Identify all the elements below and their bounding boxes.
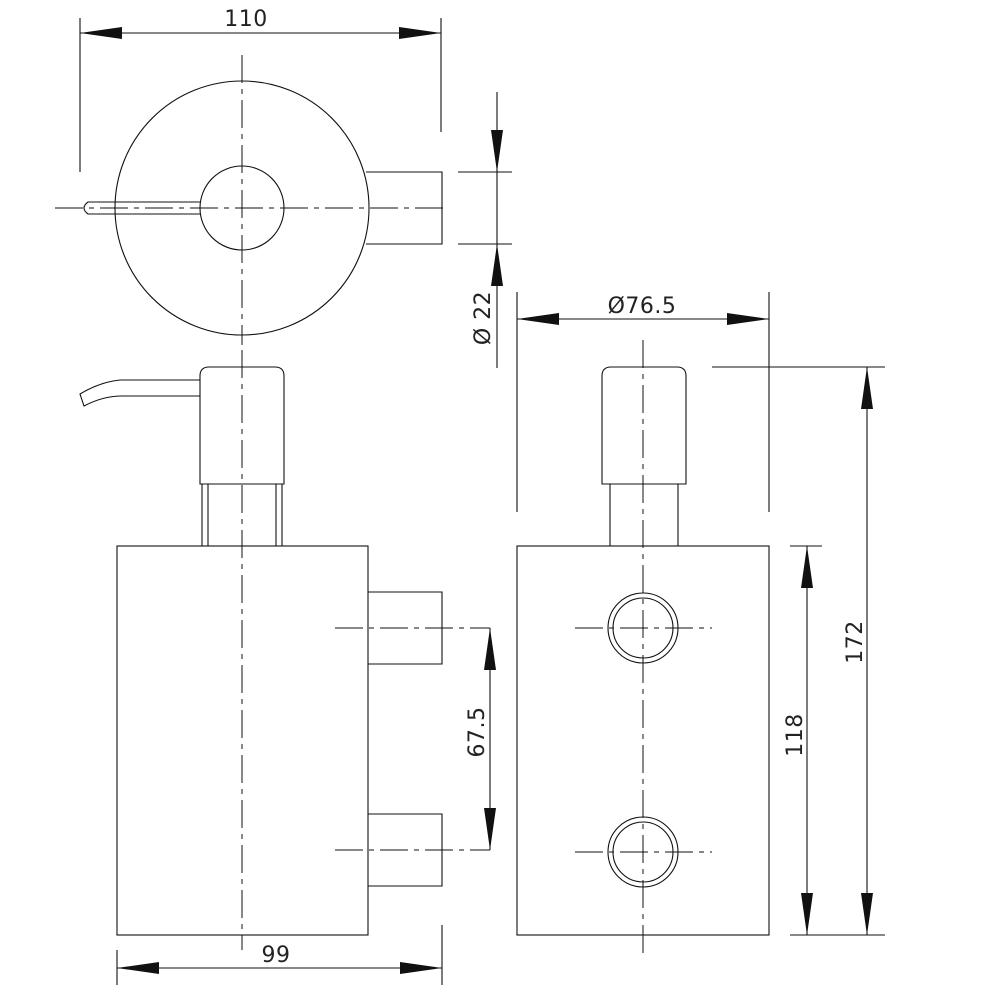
- dimension-label-body-depth: 99: [262, 943, 291, 968]
- dimension-overall-width: 110: [79, 7, 442, 172]
- dimension-body-depth: 99: [116, 925, 443, 985]
- dimension-overall-height: 172: [712, 366, 885, 935]
- rear-view-pump-head: [601, 366, 687, 485]
- arrow-head: [400, 962, 442, 974]
- arrow-head: [484, 808, 496, 850]
- arrow-head: [491, 244, 503, 286]
- dimension-label-overall-height: 172: [843, 620, 868, 664]
- arrow-head: [117, 962, 159, 974]
- side-view-body: [116, 545, 369, 936]
- dimension-label-body-diameter: Ø76.5: [608, 294, 677, 319]
- dimension-label-spout-diameter: Ø 22: [471, 291, 496, 345]
- dimension-spout-diameter: Ø 22: [458, 92, 512, 368]
- arrow-head: [517, 313, 559, 325]
- dimension-label-overall-width: 110: [224, 7, 268, 32]
- arrow-head: [399, 27, 441, 39]
- arrow-head: [80, 27, 122, 39]
- side-view-pump-head: [199, 366, 285, 546]
- side-view-spout: [79, 379, 200, 407]
- arrow-head: [727, 313, 769, 325]
- arrow-head: [801, 893, 813, 935]
- rear-view-body: [516, 545, 770, 936]
- arrow-head: [801, 546, 813, 588]
- top-view: [55, 55, 445, 345]
- dimension-fixing-spacing: 67.5: [465, 628, 496, 850]
- side-view: [79, 350, 490, 950]
- dimension-body-height: 118: [783, 545, 885, 936]
- arrow-head: [484, 628, 496, 670]
- rear-view: [516, 340, 770, 955]
- top-view-spout: [83, 201, 200, 215]
- dimension-label-fixing-spacing: 67.5: [465, 707, 490, 758]
- arrow-head: [861, 367, 873, 409]
- dimension-body-diameter: Ø76.5: [516, 292, 770, 512]
- arrow-head: [861, 893, 873, 935]
- arrow-head: [491, 130, 503, 172]
- dimension-label-body-height: 118: [783, 713, 808, 757]
